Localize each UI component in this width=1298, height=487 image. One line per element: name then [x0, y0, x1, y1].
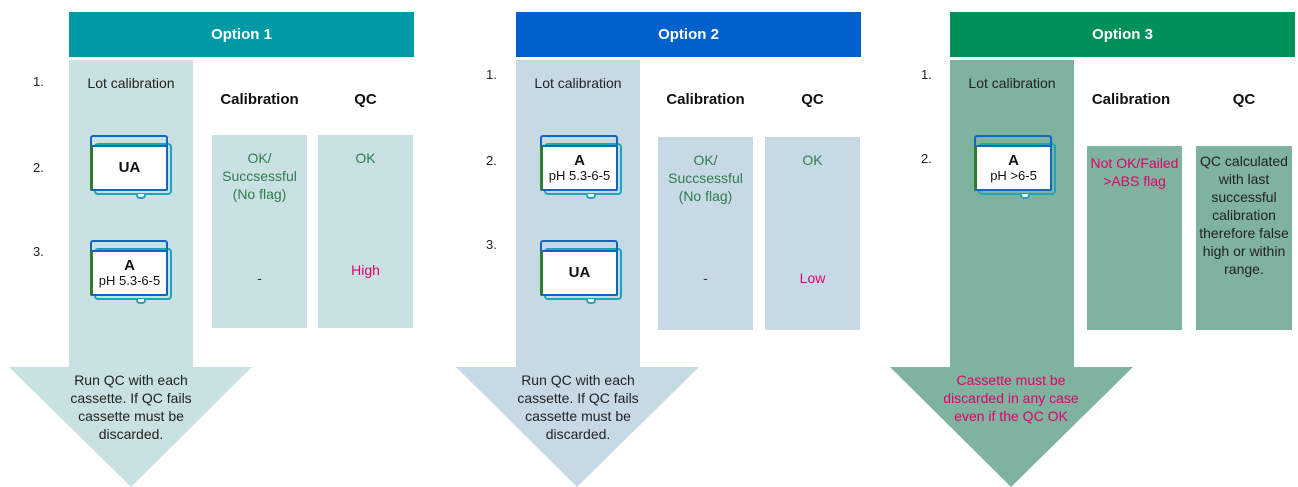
calibration-column-header: Calibration: [1091, 91, 1171, 108]
option-3-arrow: [890, 60, 1133, 487]
calibration-result-box: OK/ Succsessful (No flag): [212, 135, 307, 328]
qc-result-low: Low: [799, 270, 826, 286]
lot-calibration-label: Lot calibration: [534, 75, 622, 91]
qc-column-header: QC: [801, 91, 824, 108]
option-3-arrow-text: Cassette must be discarded in any case e…: [943, 372, 1079, 424]
row-number: 1.: [33, 74, 44, 89]
qc-result-box: OK: [318, 135, 413, 328]
option-1-arrow-text: Run QC with each cassette. If QC fails c…: [70, 372, 192, 442]
option-1-header: Option 1: [69, 12, 414, 57]
row-number: 1.: [486, 67, 497, 82]
lot-calibration-label: Lot calibration: [968, 75, 1056, 91]
row-number: 2.: [921, 151, 932, 166]
qc-result-box: QC calculated with last successful calib…: [1196, 146, 1292, 330]
calibration-result-box: OK/ Succsessful (No flag): [658, 137, 753, 330]
cassette-icon: UA: [90, 135, 172, 199]
calibration-result: -: [257, 270, 262, 286]
option-2-header: Option 2: [516, 12, 861, 57]
row-number: 2.: [33, 160, 44, 175]
qc-column-header: QC: [1232, 91, 1256, 108]
calibration-column-header: Calibration: [220, 91, 299, 108]
row-number: 2.: [486, 153, 497, 168]
qc-result-high: High: [351, 262, 380, 278]
qc-result-box: OK: [765, 137, 860, 330]
option-2-arrow-text: Run QC with each cassette. If QC fails c…: [517, 372, 639, 442]
qc-column-header: QC: [354, 91, 377, 108]
row-number: 3.: [33, 244, 44, 259]
option-3-header: Option 3: [950, 12, 1295, 57]
calibration-result-box: Not OK/Failed >ABS flag: [1087, 146, 1182, 330]
row-number: 1.: [921, 67, 932, 82]
cassette-icon: UA: [540, 240, 622, 304]
calibration-column-header: Calibration: [666, 91, 745, 108]
calibration-result: -: [703, 270, 708, 286]
lot-calibration-label: Lot calibration: [87, 75, 175, 91]
row-number: 3.: [486, 237, 497, 252]
